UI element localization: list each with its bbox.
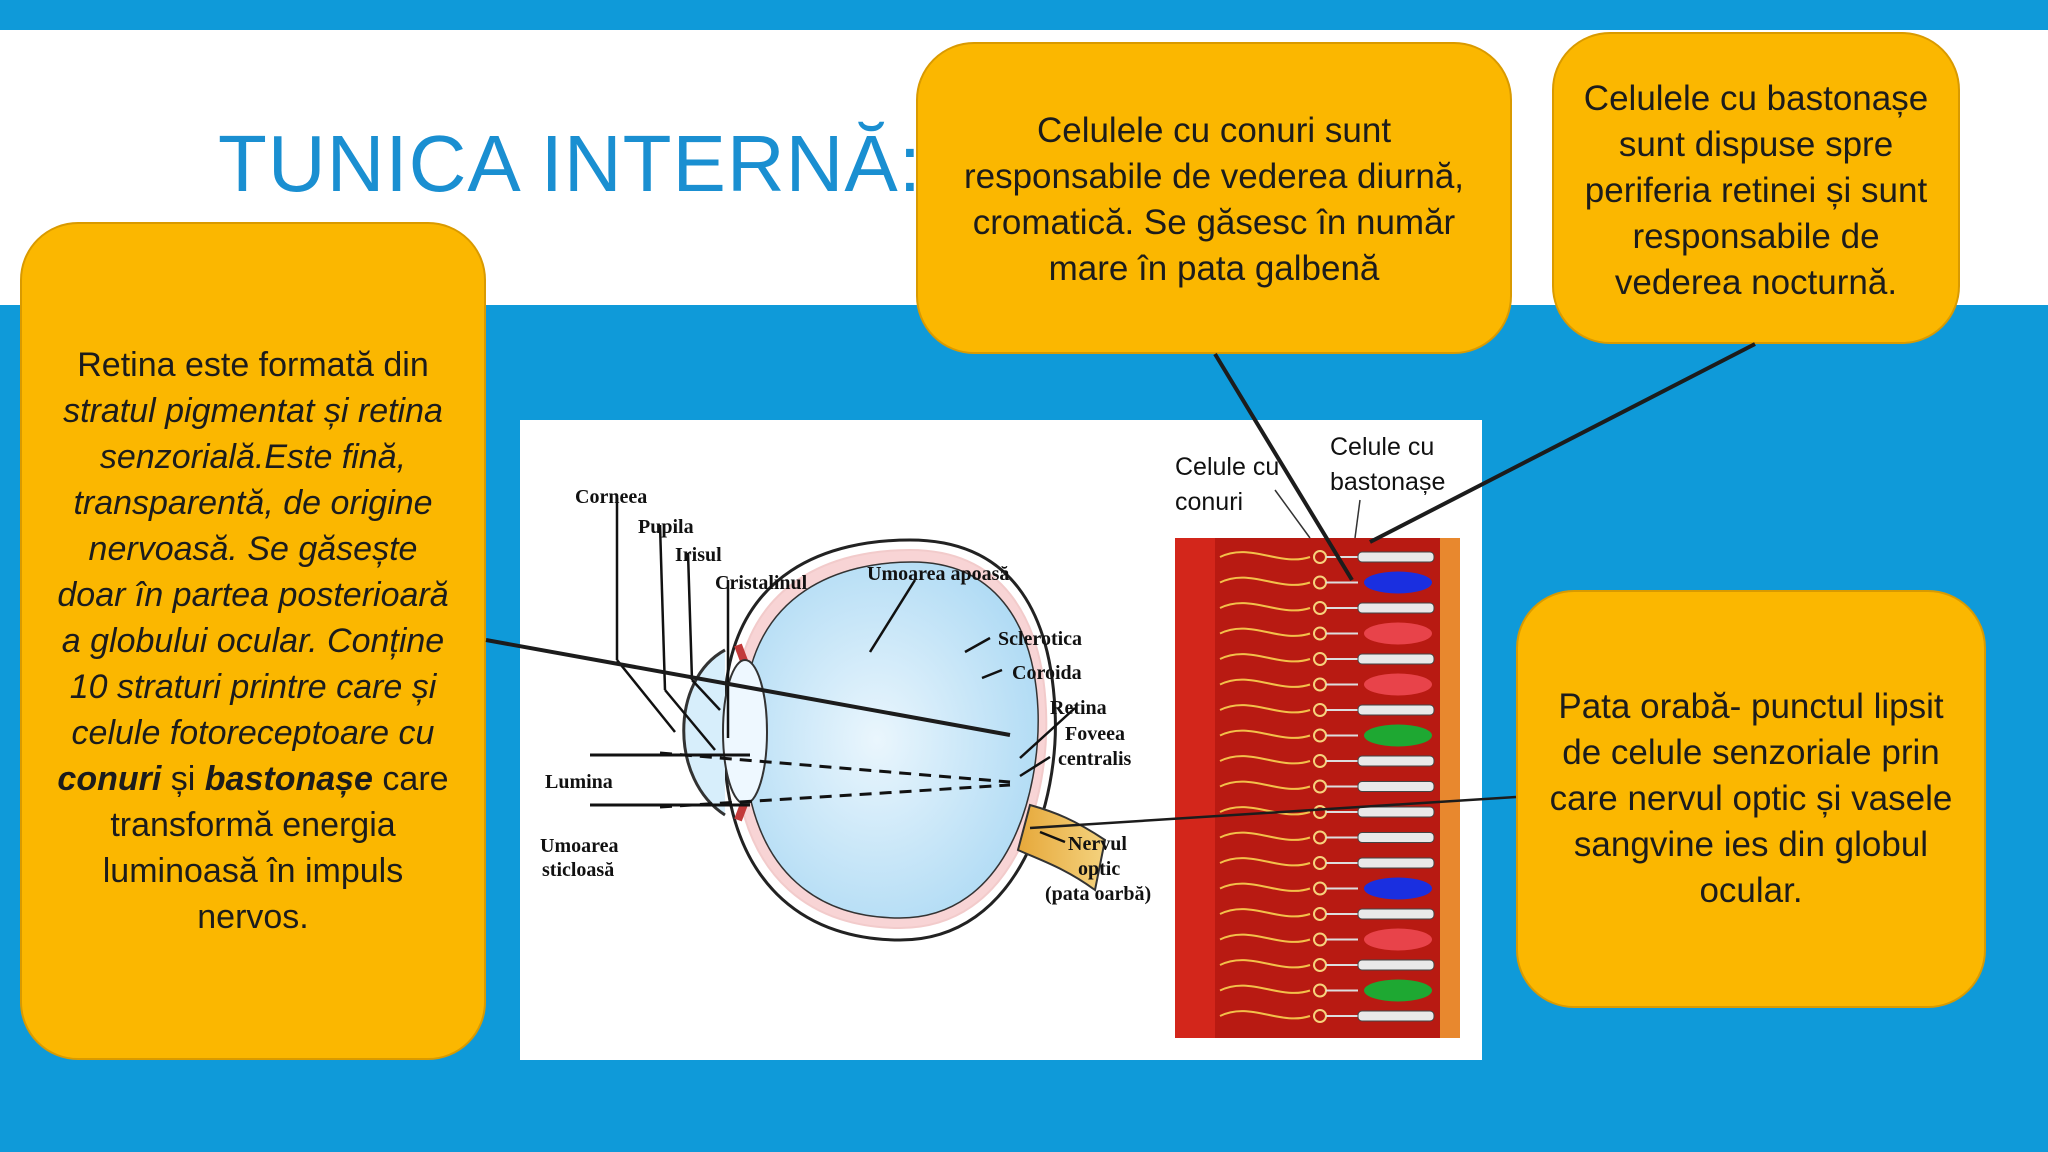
cone-green-cell <box>1364 979 1432 1002</box>
nerve-fibre <box>1219 653 1311 663</box>
cone-red-cell <box>1364 673 1432 696</box>
cell-label-leaders <box>1274 489 1361 539</box>
label-umoarea-sticloasa: Umoarea <box>540 835 619 857</box>
nerve-fibre <box>1219 627 1311 637</box>
rod-cell <box>1357 551 1435 563</box>
label-nervul: Nervul <box>1068 833 1127 855</box>
label-celule-conuri: Celule cu <box>1175 453 1279 481</box>
rod-cell <box>1357 857 1435 869</box>
nerve-fibre <box>1219 780 1311 790</box>
nerve-fibre <box>1219 755 1311 765</box>
nerve-fibre <box>1219 1010 1311 1020</box>
nerve-fibre <box>1219 678 1311 688</box>
callout-retina-text: Retina este formată din stratul pigmenta… <box>57 346 449 936</box>
nerve-fibre <box>1219 602 1311 612</box>
cone-red-cell <box>1364 622 1432 645</box>
retina-cells-panel <box>1175 538 1460 1038</box>
nerve-fibre <box>1219 933 1311 943</box>
nerve-fibre <box>1219 908 1311 918</box>
label-coroida: Coroida <box>1012 662 1082 684</box>
nerve-fibre <box>1219 959 1311 969</box>
nerve-fibre <box>1219 857 1311 867</box>
label-celule-conuri-2: conuri <box>1175 488 1243 516</box>
nerve-fibre <box>1219 831 1311 841</box>
rod-cell <box>1357 959 1435 971</box>
nerve-fibre <box>1219 984 1311 994</box>
eye-diagram-svg: Corneea Pupila Irisul Cristalinul Umoare… <box>540 433 1460 1038</box>
callout-retina-description: Retina este formată din stratul pigmenta… <box>20 222 486 1060</box>
label-foveea: Foveea <box>1065 723 1125 745</box>
rod-cell <box>1357 832 1435 843</box>
nerve-fibre <box>1219 729 1311 739</box>
rod-cell <box>1357 653 1435 665</box>
callout-cones-text: Celulele cu conuri sunt responsabile de … <box>963 111 1465 288</box>
rod-cell <box>1357 908 1435 920</box>
callout-rods-text: Celulele cu bastonașe sunt dispuse spre … <box>1583 79 1929 302</box>
label-pupila: Pupila <box>638 516 694 538</box>
rod-cell <box>1357 806 1435 818</box>
label-nervul-optic: optic <box>1078 858 1120 880</box>
label-retina: Retina <box>1050 697 1107 719</box>
photoreceptor-cells <box>1219 550 1435 1023</box>
nerve-fibre <box>1219 882 1311 892</box>
callout-cones: Celulele cu conuri sunt responsabile de … <box>916 42 1512 354</box>
rod-cell <box>1357 704 1435 716</box>
label-lumina: Lumina <box>545 771 613 793</box>
label-foveea-centralis: centralis <box>1058 748 1132 770</box>
eyeball <box>590 538 1107 942</box>
cone-blue-cell <box>1364 571 1432 594</box>
callout-blind-spot-text: Pata orabă- punctul lipsit de celule sen… <box>1549 687 1953 910</box>
rod-cell <box>1357 755 1435 767</box>
slide-title: TUNICA INTERNĂ: <box>218 119 922 208</box>
label-pata-oarba: (pata oarbă) <box>1045 883 1151 905</box>
cone-red-cell <box>1364 928 1432 951</box>
label-corneea: Corneea <box>575 486 647 508</box>
label-celule-bastonase: Celule cu <box>1330 433 1434 461</box>
eye-diagram: Corneea Pupila Irisul Cristalinul Umoare… <box>520 420 1482 1060</box>
rod-cell <box>1357 602 1435 614</box>
label-umoarea-apoasa: Umoarea apoasă <box>867 563 1009 585</box>
label-cristalinul: Cristalinul <box>715 572 808 594</box>
cell-labels: Celule cu conuri Celule cu bastonașe <box>1175 433 1445 516</box>
label-irisul: Irisul <box>675 544 722 566</box>
cone-blue-cell <box>1364 877 1432 900</box>
label-celule-bastonase-2: bastonașe <box>1330 468 1445 496</box>
rod-cell <box>1357 781 1435 792</box>
cone-green-cell <box>1364 724 1432 747</box>
label-sclerotica: Sclerotica <box>998 628 1082 650</box>
callout-blind-spot: Pata orabă- punctul lipsit de celule sen… <box>1516 590 1986 1008</box>
nerve-fibre <box>1219 704 1311 714</box>
callout-rods: Celulele cu bastonașe sunt dispuse spre … <box>1552 32 1960 344</box>
rod-cell <box>1357 1010 1435 1022</box>
top-bar <box>0 0 2048 30</box>
label-umoarea-sticloasa-2: sticloasă <box>542 859 614 881</box>
eye-labels: Corneea Pupila Irisul Cristalinul Umoare… <box>540 486 1151 905</box>
